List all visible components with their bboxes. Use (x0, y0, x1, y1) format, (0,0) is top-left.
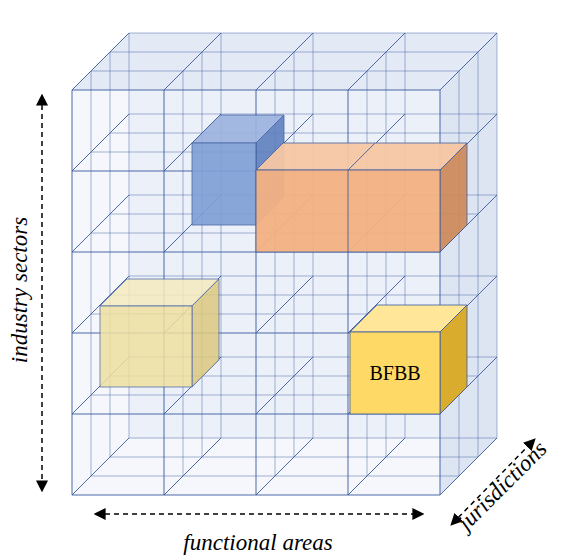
dimension-arrow (41, 96, 43, 490)
highlight-cube (350, 305, 467, 414)
dimension-arrow (96, 513, 422, 515)
highlight-cube (256, 143, 467, 252)
highlight-cube (100, 279, 219, 387)
axis-label: industry sectors (7, 217, 33, 363)
axis-label: functional areas (183, 530, 332, 556)
cube-label: BFBB (369, 362, 420, 385)
highlight-cube-face: BFBB (350, 332, 440, 414)
